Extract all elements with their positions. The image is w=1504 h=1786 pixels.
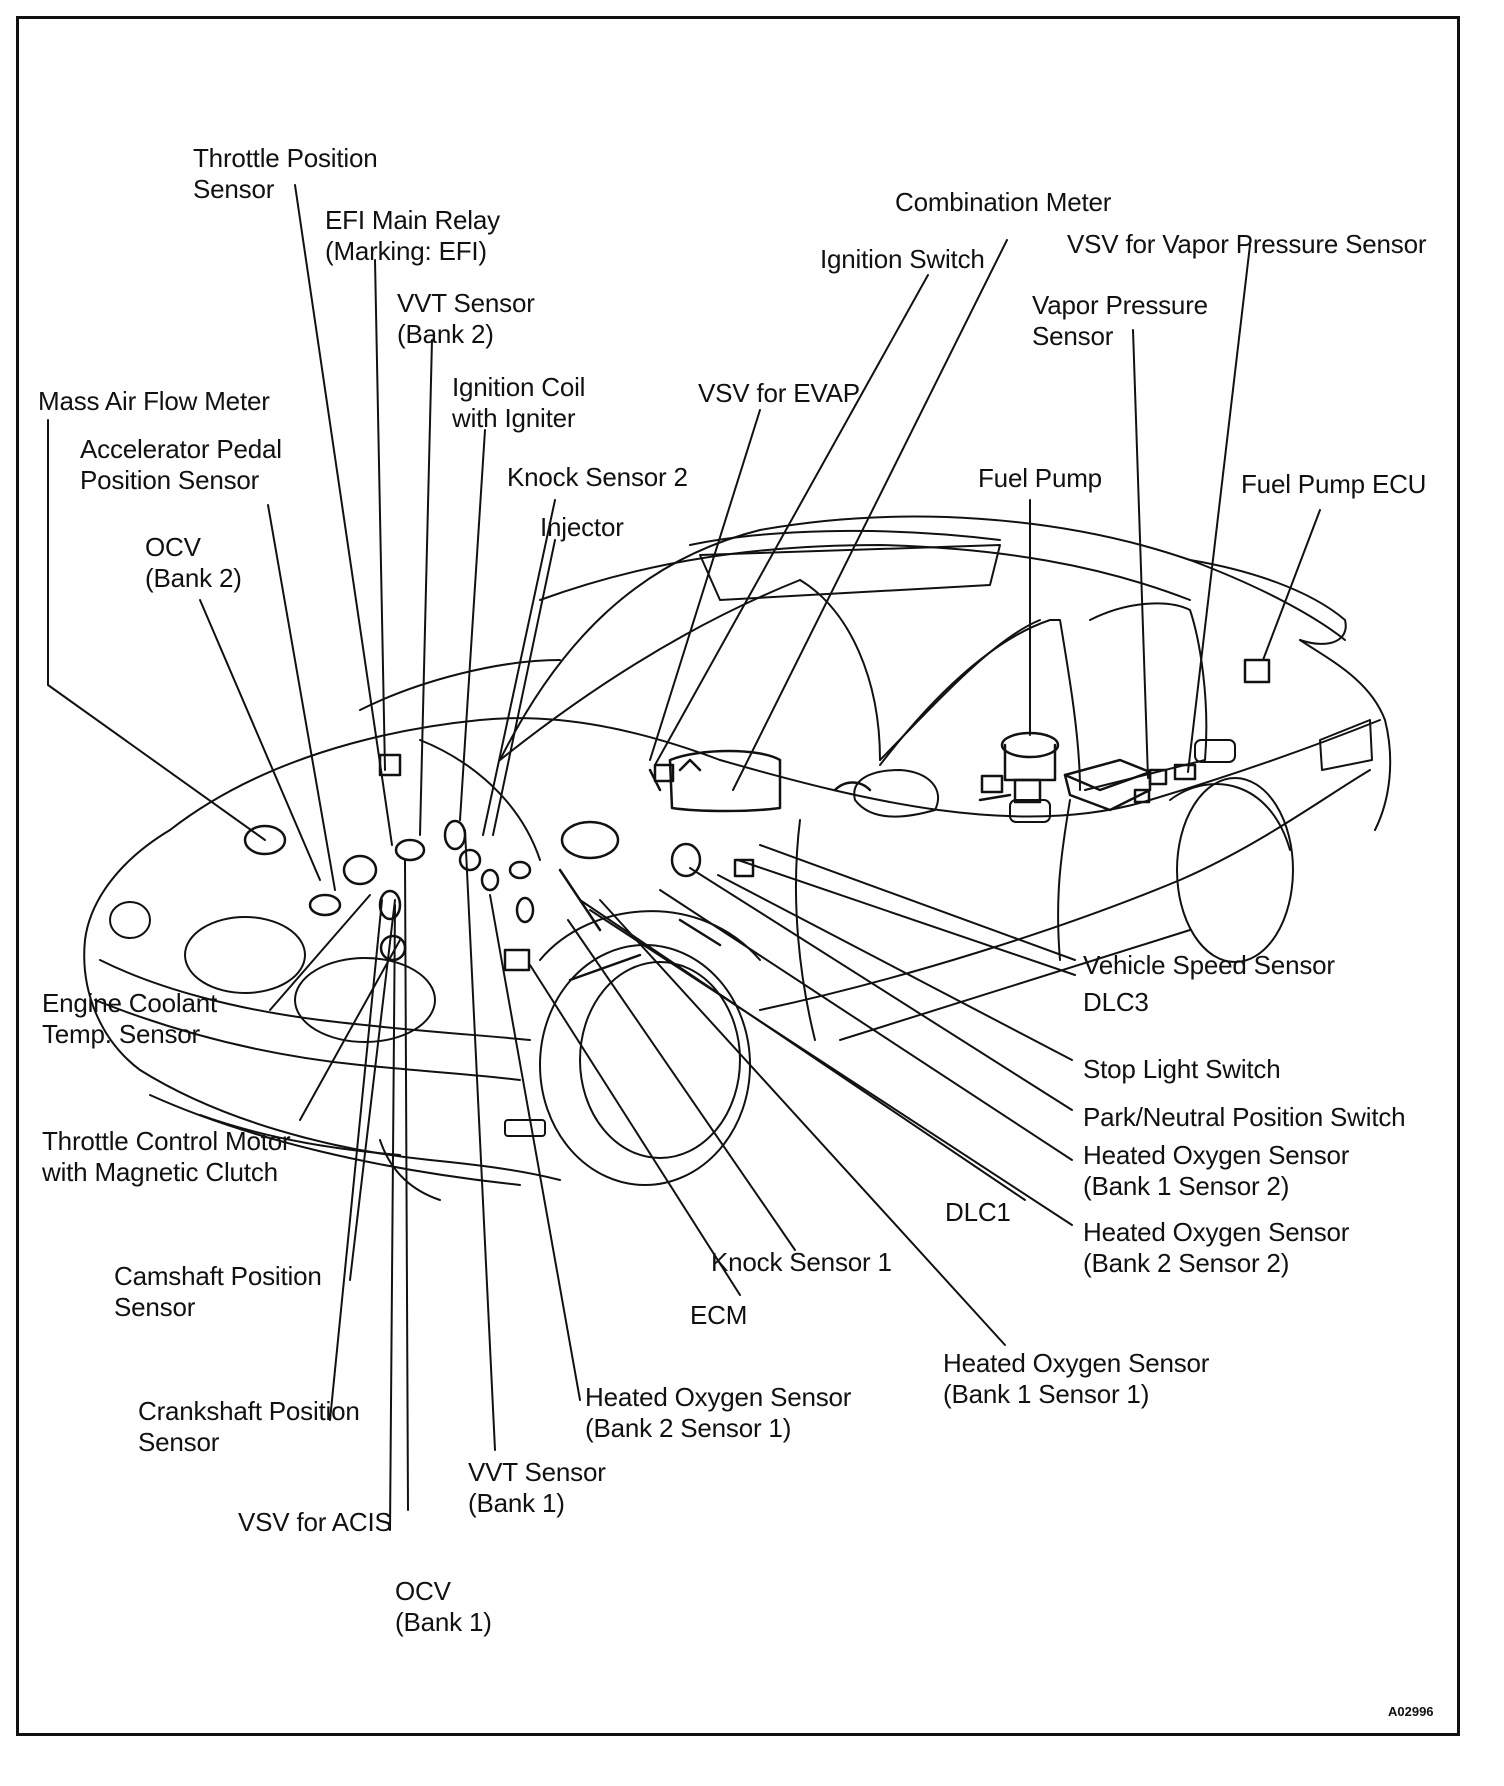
label-ignition-switch: Ignition Switch: [820, 244, 985, 274]
label-vvt-sensor-bank2: VVT Sensor(Bank 2): [397, 288, 535, 349]
label-injector: Injector: [540, 512, 624, 542]
label-combination-meter: Combination Meter: [895, 187, 1112, 217]
label-vehicle-speed-sensor: Vehicle Speed Sensor: [1083, 950, 1335, 980]
label-ho2s-bank2-sensor1: Heated Oxygen Sensor(Bank 2 Sensor 1): [585, 1382, 852, 1443]
label-knock-sensor-1: Knock Sensor 1: [711, 1247, 892, 1277]
label-dlc3: DLC3: [1083, 987, 1149, 1017]
label-ecm: ECM: [690, 1300, 748, 1330]
label-fuel-pump: Fuel Pump: [978, 463, 1102, 493]
label-ocv-bank2: OCV(Bank 2): [145, 532, 242, 593]
leader-lines: [47, 184, 1321, 1531]
engine-components: [243, 658, 1271, 982]
diagram-frame: [16, 16, 1460, 1736]
label-fuel-pump-ecu: Fuel Pump ECU: [1241, 469, 1427, 499]
label-dlc1: DLC1: [945, 1197, 1011, 1227]
label-park-neutral-position-switch: Park/Neutral Position Switch: [1083, 1102, 1406, 1132]
label-efi-main-relay: EFI Main Relay(Marking: EFI): [325, 205, 500, 266]
label-ocv-bank1: OCV(Bank 1): [395, 1576, 492, 1637]
label-vsv-vapor-pressure-sensor: VSV for Vapor Pressure Sensor: [1067, 229, 1427, 259]
label-mass-air-flow-meter: Mass Air Flow Meter: [38, 386, 270, 416]
figure-code: A02996: [1388, 1704, 1434, 1719]
label-stop-light-switch: Stop Light Switch: [1083, 1054, 1281, 1084]
label-ho2s-bank1-sensor2: Heated Oxygen Sensor(Bank 1 Sensor 2): [1083, 1140, 1350, 1201]
label-vsv-for-acis: VSV for ACIS: [238, 1507, 392, 1537]
label-vvt-sensor-bank1: VVT Sensor(Bank 1): [468, 1457, 606, 1518]
label-ho2s-bank2-sensor2: Heated Oxygen Sensor(Bank 2 Sensor 2): [1083, 1217, 1350, 1278]
label-knock-sensor-2: Knock Sensor 2: [507, 462, 688, 492]
label-ho2s-bank1-sensor1: Heated Oxygen Sensor(Bank 1 Sensor 1): [943, 1348, 1210, 1409]
label-vsv-for-evap: VSV for EVAP: [698, 378, 860, 408]
